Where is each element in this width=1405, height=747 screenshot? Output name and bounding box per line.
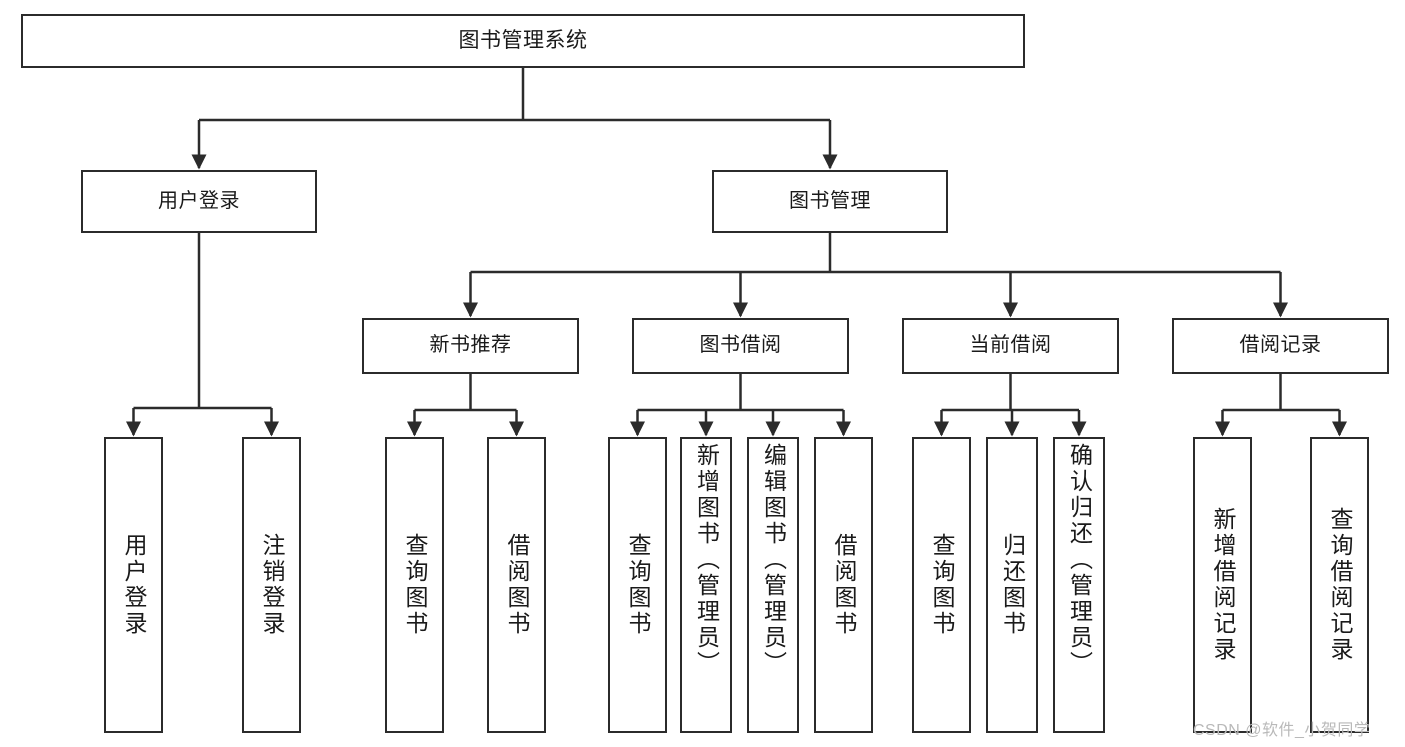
node-label: 新书推荐 [429, 334, 512, 357]
node-leaf-query-book-3[interactable]: 查询图书 [912, 437, 971, 733]
node-label: 图书管理 [789, 189, 871, 212]
node-leaf-query-record[interactable]: 查询借阅记录 [1310, 437, 1369, 733]
node-label: 借阅记录 [1239, 334, 1322, 357]
node-label: 用户登录 [121, 533, 147, 637]
node-label: 图书借阅 [699, 334, 782, 357]
node-book-manage[interactable]: 图书管理 [712, 170, 948, 233]
node-label: 查询图书 [929, 533, 955, 637]
node-label: 借阅图书 [504, 533, 530, 637]
node-leaf-add-record[interactable]: 新增借阅记录 [1193, 437, 1252, 733]
node-user-login[interactable]: 用户登录 [81, 170, 317, 233]
node-leaf-confirm-return[interactable]: 确认归还（管理员） [1053, 437, 1105, 733]
node-leaf-user-login[interactable]: 用户登录 [104, 437, 163, 733]
node-borrow-record[interactable]: 借阅记录 [1172, 318, 1389, 374]
node-leaf-return-book[interactable]: 归还图书 [986, 437, 1038, 733]
node-leaf-add-book[interactable]: 新增图书（管理员） [680, 437, 732, 733]
node-book-borrow[interactable]: 图书借阅 [632, 318, 849, 374]
node-label: 新增图书（管理员） [693, 443, 720, 677]
node-label: 查询图书 [402, 533, 428, 637]
node-label: 注销登录 [259, 533, 285, 637]
node-label: 查询借阅记录 [1327, 507, 1353, 663]
node-leaf-query-book-1[interactable]: 查询图书 [385, 437, 444, 733]
node-new-book-rec[interactable]: 新书推荐 [362, 318, 579, 374]
node-label: 用户登录 [158, 189, 240, 212]
node-label: 借阅图书 [831, 533, 857, 637]
node-label: 归还图书 [999, 533, 1026, 637]
node-label: 图书管理系统 [458, 28, 588, 52]
node-label: 编辑图书（管理员） [760, 443, 787, 677]
node-label: 查询图书 [625, 533, 651, 637]
node-label: 当前借阅 [969, 334, 1052, 357]
node-leaf-user-logout[interactable]: 注销登录 [242, 437, 301, 733]
node-leaf-edit-book[interactable]: 编辑图书（管理员） [747, 437, 799, 733]
node-label: 新增借阅记录 [1210, 507, 1236, 663]
node-leaf-borrow-book-1[interactable]: 借阅图书 [487, 437, 546, 733]
node-leaf-query-book-2[interactable]: 查询图书 [608, 437, 667, 733]
node-label: 确认归还（管理员） [1066, 443, 1093, 677]
node-current-borrow[interactable]: 当前借阅 [902, 318, 1119, 374]
node-root[interactable]: 图书管理系统 [21, 14, 1025, 68]
node-leaf-borrow-book-2[interactable]: 借阅图书 [814, 437, 873, 733]
